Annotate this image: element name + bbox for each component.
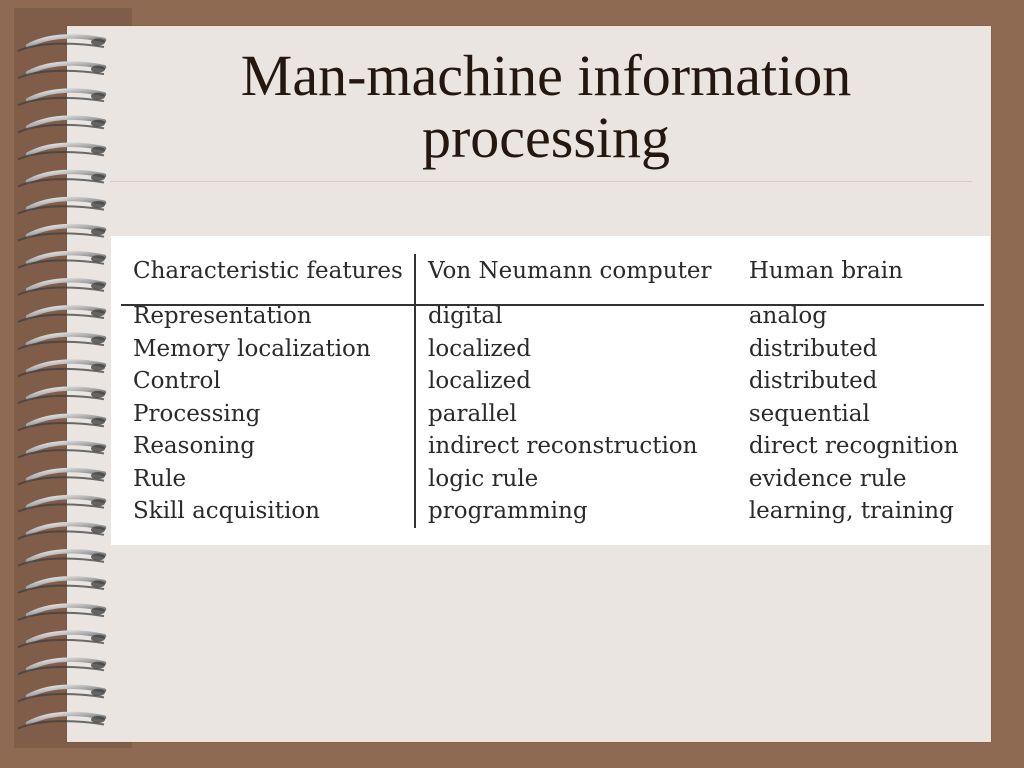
table-cell-computer: parallel [428, 400, 517, 427]
table-cell-feature: Memory localization [121, 332, 417, 365]
table-cell-brain: evidence rule [748, 465, 907, 492]
table-cell-feature: Processing [121, 397, 417, 430]
title-underline [110, 181, 972, 182]
spiral-ring-shadow [17, 69, 105, 80]
spiral-hole-icon [91, 715, 105, 724]
spiral-ring-shadow [17, 178, 105, 188]
spiral-hole-icon [91, 580, 105, 588]
table-row: Control localized distributed [121, 365, 983, 398]
spiral-ring-shadow [17, 42, 105, 52]
table-row: Rule logic rule evidence rule [121, 462, 983, 495]
spiral-ring-shadow [17, 449, 105, 459]
spiral-hole-icon [91, 553, 105, 561]
spiral-hole-icon [91, 92, 105, 100]
table-cell-brain: distributed [748, 368, 878, 395]
spiral-ring-shadow [17, 313, 105, 323]
spiral-ring-shadow [17, 96, 105, 107]
spiral-binding-icon [17, 34, 107, 730]
spiral-hole-icon [91, 444, 105, 453]
table-cell-brain: analog [748, 303, 827, 330]
table-cell-computer: localized [428, 368, 531, 395]
spiral-ring-shadow [17, 340, 105, 351]
slide-title-line-2: processing [421, 105, 671, 170]
spiral-ring-shadow [17, 665, 105, 676]
spiral-hole-icon [91, 499, 105, 507]
spiral-ring-shadow [17, 611, 105, 622]
spiral-ring-shadow [17, 503, 105, 513]
spiral-hole-icon [91, 38, 105, 46]
spiral-ring-shadow [17, 720, 105, 730]
table-row: Processing parallel sequential [121, 397, 983, 430]
spiral-ring-shadow [17, 584, 105, 594]
table-row: Reasoning indirect reconstruction direct… [121, 430, 983, 463]
header-human-brain: Human brain [748, 258, 903, 284]
spiral-ring-shadow [17, 638, 105, 649]
table-cell-feature: Rule [121, 462, 417, 495]
comparison-table-card: Characteristic features Von Neumann comp… [111, 236, 990, 545]
spiral-hole-icon [91, 146, 105, 154]
table-cell-feature: Control [121, 365, 417, 398]
spiral-hole-icon [91, 688, 105, 697]
spiral-hole-icon [91, 65, 105, 73]
table-cell-brain: direct recognition [748, 433, 959, 460]
table-cell-computer: localized [428, 335, 531, 362]
spiral-hole-icon [91, 661, 105, 669]
table-header-row: Characteristic features Von Neumann comp… [121, 254, 983, 300]
spiral-hole-icon [91, 634, 105, 642]
spiral-hole-icon [91, 255, 105, 263]
table-cell-computer: indirect reconstruction [428, 433, 698, 460]
table-cell-brain: sequential [748, 400, 870, 427]
spiral-ring-shadow [17, 232, 105, 242]
table-row: Memory localization localized distribute… [121, 332, 983, 365]
comparison-table: Characteristic features Von Neumann comp… [121, 254, 984, 528]
slide-title: Man-machine information processing [86, 45, 1006, 169]
spiral-hole-icon [91, 282, 105, 290]
spiral-hole-icon [91, 526, 105, 534]
spiral-ring-shadow [17, 557, 105, 567]
spiral-ring-shadow [17, 693, 105, 703]
table-cell-computer: programming [428, 498, 588, 525]
header-characteristic-features: Characteristic features [121, 254, 417, 300]
spiral-ring-shadow [17, 123, 105, 134]
spiral-ring-shadow [17, 286, 105, 296]
spiral-hole-icon [91, 201, 105, 209]
spiral-ring-shadow [17, 530, 105, 540]
spiral-hole-icon [91, 309, 105, 317]
spiral-hole-icon [91, 363, 105, 371]
table-header-rule [121, 304, 984, 306]
spiral-hole-icon [91, 173, 105, 182]
header-von-neumann-computer: Von Neumann computer [428, 258, 712, 284]
table-cell-computer: logic rule [428, 465, 539, 492]
slide-title-line-1: Man-machine information [240, 43, 852, 108]
table-cell-brain: learning, training [748, 498, 954, 525]
table-cell-brain: distributed [748, 335, 878, 362]
spiral-ring-shadow [17, 394, 105, 405]
spiral-ring-shadow [17, 367, 105, 378]
spiral-ring-shadow [17, 205, 105, 215]
table-cell-feature: Skill acquisition [121, 495, 417, 528]
spiral-hole-icon [91, 119, 105, 127]
table-row: Skill acquisition programming learning, … [121, 495, 983, 528]
spiral-ring-shadow [17, 476, 105, 486]
spiral-ring-shadow [17, 259, 105, 269]
spiral-hole-icon [91, 390, 105, 398]
spiral-hole-icon [91, 607, 105, 615]
spiral-hole-icon [91, 336, 105, 344]
spiral-hole-icon [91, 417, 105, 425]
spiral-ring-shadow [17, 422, 105, 432]
table-cell-feature: Reasoning [121, 430, 417, 463]
spiral-ring-shadow [17, 151, 105, 161]
table-cell-computer: digital [428, 303, 503, 330]
spiral-hole-icon [91, 228, 105, 236]
spiral-hole-icon [91, 472, 105, 480]
